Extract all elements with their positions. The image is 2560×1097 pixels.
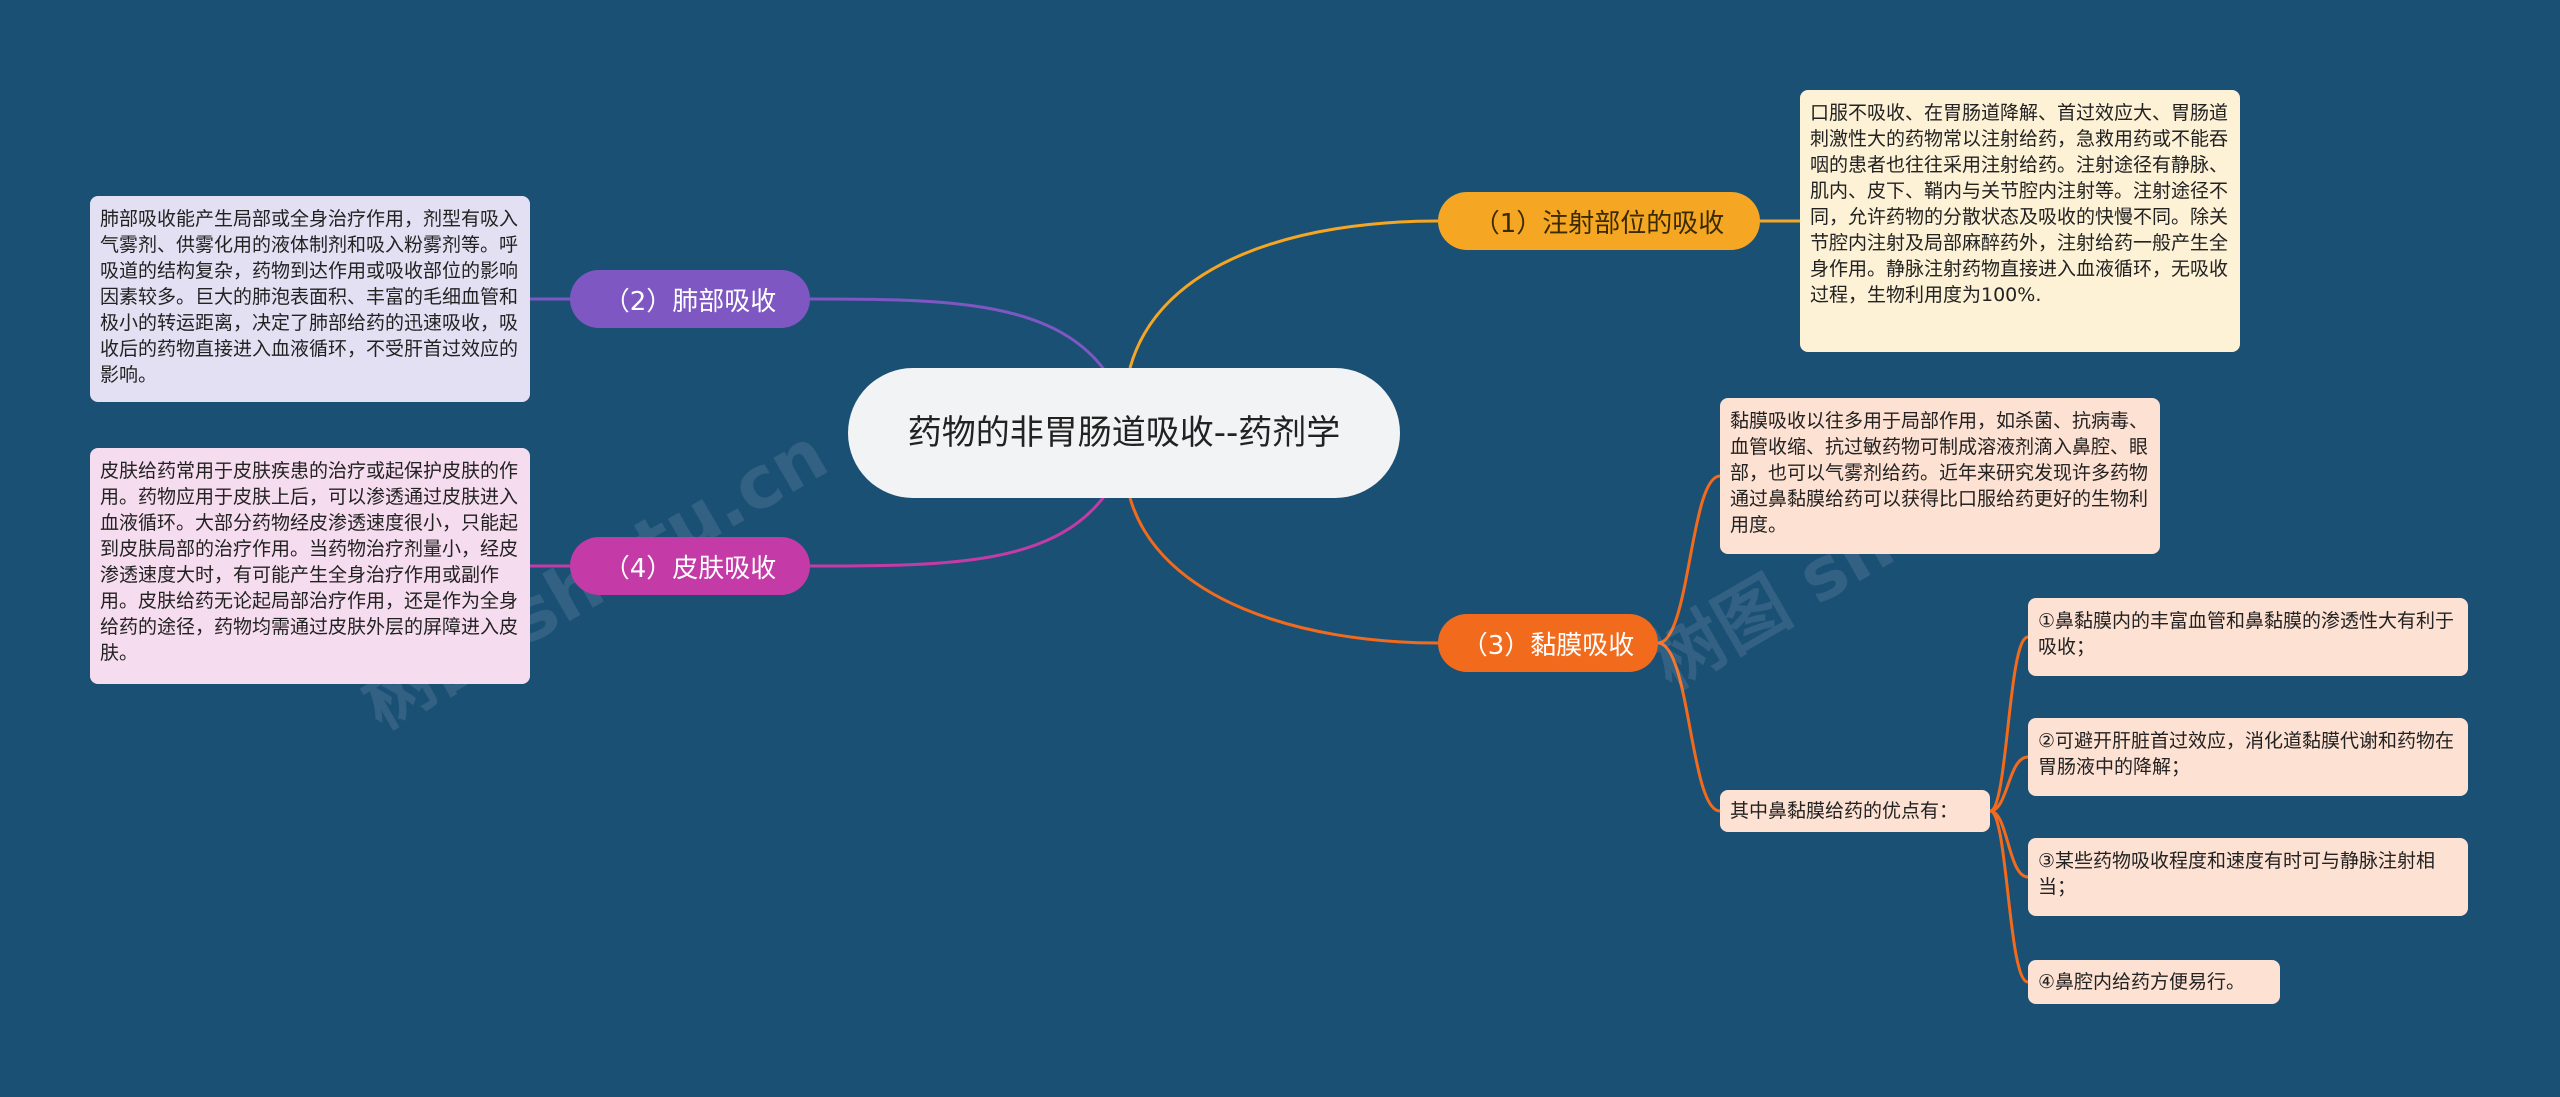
advantage-item[interactable]: ①鼻黏膜内的丰富血管和鼻黏膜的渗透性大有利于吸收； — [2028, 598, 2468, 676]
note-lung[interactable]: 肺部吸收能产生局部或全身治疗作用，剂型有吸入气雾剂、供雾化用的液体制剂和吸入粉雾… — [90, 196, 530, 402]
link-b3-mucosa — [1657, 474, 1721, 645]
branch-skin[interactable]: （4）皮肤吸收 — [570, 537, 810, 595]
advantage-item[interactable]: ③某些药物吸收程度和速度有时可与静脉注射相当； — [2028, 838, 2468, 916]
advantage-item[interactable]: ④鼻腔内给药方便易行。 — [2028, 960, 2280, 1004]
branch-lung[interactable]: （2）肺部吸收 — [570, 270, 810, 328]
note-skin[interactable]: 皮肤给药常用于皮肤疾患的治疗或起保护皮肤的作用。药物应用于皮肤上后，可以渗透通过… — [90, 448, 530, 684]
branch-injection[interactable]: （1）注射部位的吸收 — [1438, 192, 1760, 250]
note-mucosa[interactable]: 黏膜吸收以往多用于局部作用，如杀菌、抗病毒、血管收缩、抗过敏药物可制成溶液剂滴入… — [1720, 398, 2160, 554]
link-center-b4 — [809, 487, 1112, 568]
note-advantages-label[interactable]: 其中鼻黏膜给药的优点有： — [1720, 790, 1990, 832]
note-injection[interactable]: 口服不吸收、在胃肠道降解、首过效应大、胃肠道刺激性大的药物常以注射给药，急救用药… — [1800, 90, 2240, 352]
advantage-item[interactable]: ②可避开肝脏首过效应，消化道黏膜代谢和药物在胃肠液中的降解； — [2028, 718, 2468, 796]
link-center-b1 — [1128, 219, 1439, 369]
link-b3-adv — [1657, 641, 1721, 813]
center-topic[interactable]: 药物的非胃肠道吸收--药剂学 — [848, 368, 1400, 498]
link-adv-bracket — [1989, 635, 2029, 984]
branch-mucosa[interactable]: （3）黏膜吸收 — [1438, 614, 1658, 672]
link-center-b3 — [1128, 497, 1439, 645]
link-center-b2 — [809, 297, 1112, 379]
